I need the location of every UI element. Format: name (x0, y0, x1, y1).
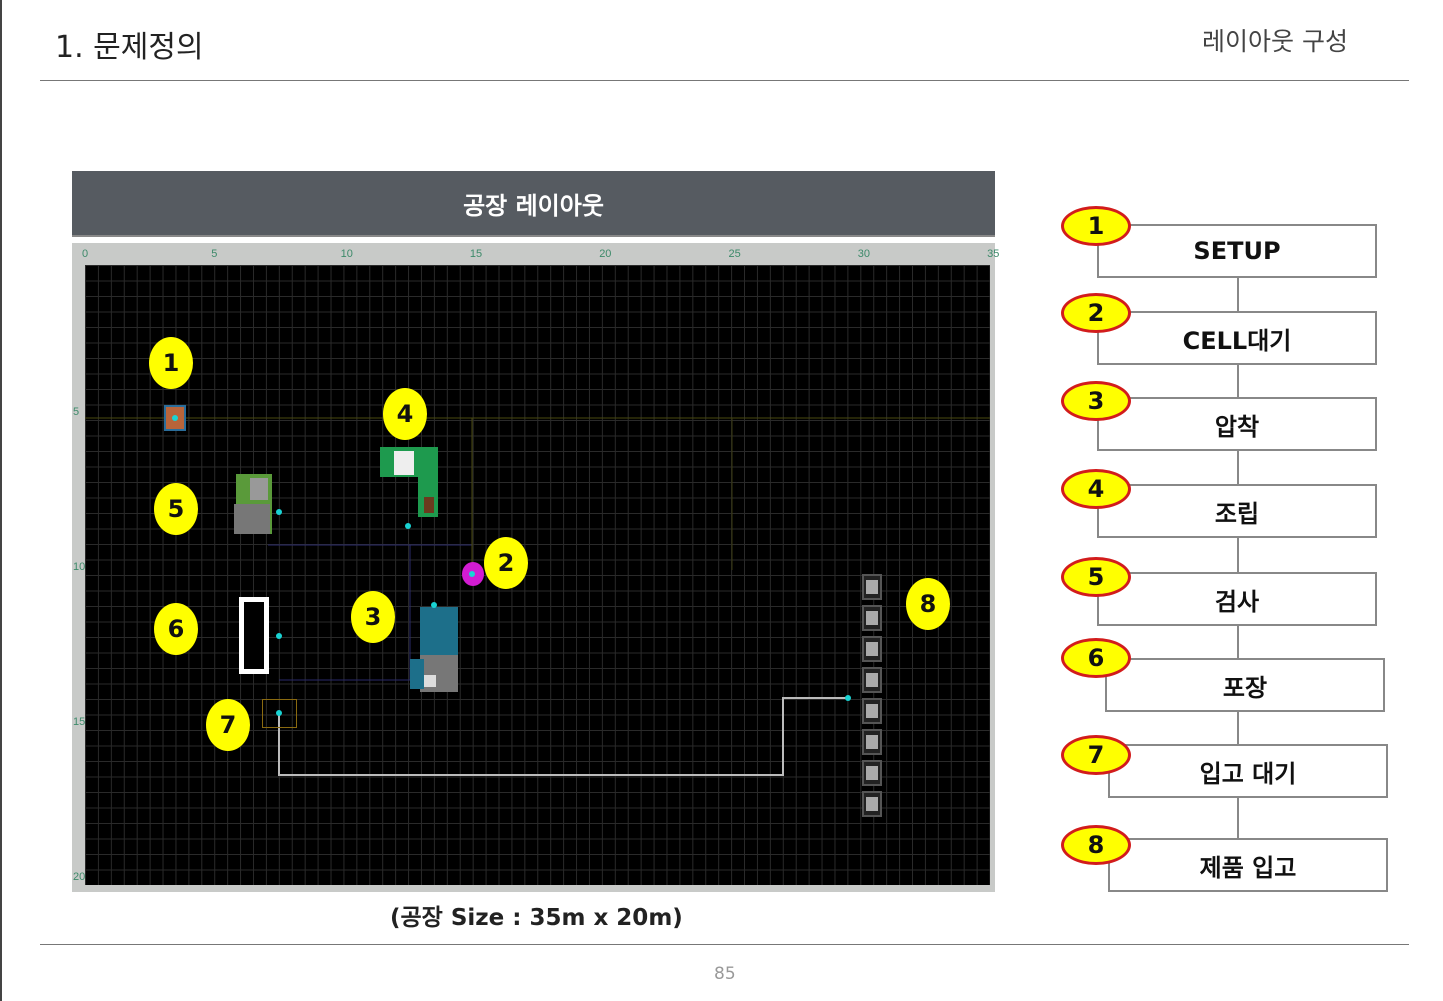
x-tick-label: 35 (987, 248, 1000, 260)
x-tick-label: 15 (469, 248, 483, 260)
product-storage-rack (862, 574, 882, 817)
section-title: 레이아웃 구성 (1202, 27, 1348, 56)
node-dot (276, 509, 282, 515)
flow-step-6: 포장 (1105, 658, 1385, 712)
map-title: 공장 레이아웃 (72, 171, 995, 237)
assembly-station-icon (380, 447, 438, 517)
rack-slot (862, 636, 882, 662)
map-caption: (공장 Size : 35m x 20m) (390, 905, 683, 931)
rack-slot (862, 605, 882, 631)
marker-8: 8 (906, 578, 950, 630)
node-dot (276, 710, 282, 716)
flow-step-number-6: 6 (1061, 638, 1131, 678)
top-divider (40, 80, 1409, 81)
flow-step-number-8: 8 (1061, 825, 1131, 865)
flow-step-1: SETUP (1097, 224, 1377, 278)
marker-7: 7 (206, 699, 250, 751)
left-edge (0, 0, 2, 1001)
marker-4: 4 (383, 388, 427, 440)
route-7-to-8 (278, 697, 848, 776)
x-tick-label: 5 (211, 248, 218, 260)
rack-slot (862, 667, 882, 693)
x-tick-label: 20 (599, 248, 612, 260)
flow-step-7: 입고 대기 (1108, 744, 1388, 798)
x-tick-label: 25 (728, 248, 741, 260)
flow-step-8: 제품 입고 (1108, 838, 1388, 892)
node-dot (405, 523, 411, 529)
flow-connector (1237, 626, 1239, 658)
page-number: 85 (714, 964, 736, 984)
packaging-station-icon (239, 597, 269, 674)
flow-connector (1237, 278, 1239, 311)
flow-step-5: 검사 (1097, 572, 1377, 626)
flow-step-number-1: 1 (1061, 206, 1131, 246)
flow-connector (1237, 798, 1239, 838)
rack-slot (862, 729, 882, 755)
flow-connector (1237, 712, 1239, 744)
node-dot (845, 695, 851, 701)
flow-connector (1237, 538, 1239, 572)
y-tick-label: 20 (73, 871, 86, 883)
route-faint (268, 418, 473, 546)
marker-3: 3 (351, 591, 395, 643)
flow-step-number-2: 2 (1061, 293, 1131, 333)
layout-grid (85, 265, 990, 885)
storage-wait-area (262, 699, 297, 728)
page-title: 1. 문제정의 (55, 30, 204, 65)
flow-step-number-5: 5 (1061, 557, 1131, 597)
x-tick-label: 0 (82, 248, 89, 260)
flow-step-number-7: 7 (1061, 735, 1131, 775)
flow-step-number-3: 3 (1061, 381, 1131, 421)
flow-step-2: CELL대기 (1097, 311, 1377, 365)
flow-step-3: 압착 (1097, 397, 1377, 451)
node-dot (172, 415, 178, 421)
flow-connector (1237, 365, 1239, 397)
node-dot (276, 633, 282, 639)
y-tick-label: 10 (73, 561, 86, 573)
flow-step-number-4: 4 (1061, 469, 1131, 509)
press-machine-icon (410, 607, 460, 692)
flow-connector (1237, 451, 1239, 484)
marker-5: 5 (154, 483, 198, 535)
rack-slot (862, 698, 882, 724)
node-dot (469, 571, 475, 577)
x-tick-label: 10 (340, 248, 353, 260)
marker-6: 6 (154, 603, 198, 655)
flow-step-4: 조립 (1097, 484, 1377, 538)
inspection-machine-icon (234, 474, 274, 550)
x-tick-label: 30 (857, 248, 871, 260)
y-tick-label: 15 (73, 716, 86, 728)
y-tick-label: 5 (73, 406, 80, 418)
marker-2: 2 (484, 537, 528, 589)
rack-slot (862, 574, 882, 600)
rack-slot (862, 791, 882, 817)
node-dot (431, 602, 437, 608)
marker-1: 1 (149, 337, 193, 389)
bottom-divider (40, 944, 1409, 945)
rack-slot (862, 760, 882, 786)
